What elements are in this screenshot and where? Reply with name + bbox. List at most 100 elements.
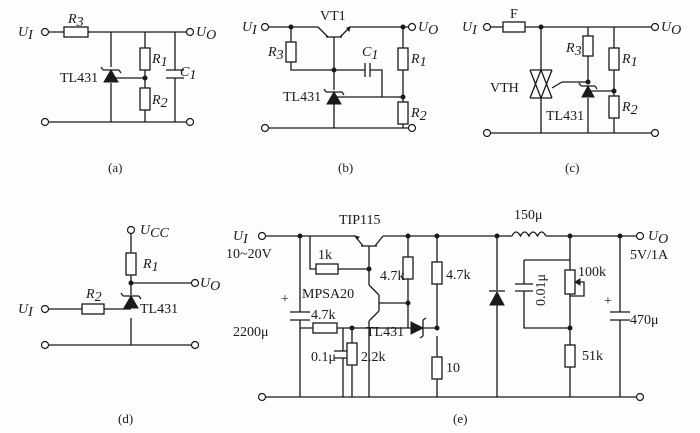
label-r1-a: R1: [151, 52, 168, 70]
caption-d: (d): [118, 411, 133, 426]
label-vth-c: VTH: [490, 81, 519, 96]
node-ref-a: [142, 75, 148, 81]
terminal-uo-b: [407, 22, 417, 32]
resistor-r2-b: [397, 101, 409, 125]
node-gate-c: [585, 79, 591, 85]
label-tip115-e: TIP115: [339, 213, 380, 228]
circuit-a: UI UO R3 R1 R2 C1 TL431 (a): [18, 12, 216, 175]
resistor-r1-c: [608, 47, 620, 71]
label-uo-e: UO: [648, 229, 668, 247]
terminal-gnd-c-left: [482, 128, 492, 138]
label-r3-c: R3: [565, 41, 582, 59]
transistor-vt1-b: [317, 26, 351, 70]
transistor-mpsa20-e: [368, 269, 389, 397]
node-ref-e: [434, 325, 440, 331]
node-ref-b: [400, 94, 406, 100]
label-47k-c-e: 4.7k: [311, 308, 336, 323]
label-tl431-d: TL431: [140, 302, 178, 317]
label-tl431-a: TL431: [60, 71, 98, 86]
node-diode-e: [494, 233, 500, 239]
node-47k-b-e: [405, 300, 411, 306]
node-47k-a-e: [405, 233, 411, 239]
label-uo-a: UO: [196, 25, 216, 43]
resistor-1k-e: [315, 263, 339, 275]
label-input-range-e: 10~20V: [226, 247, 272, 262]
terminal-ui-d: [40, 304, 50, 314]
label-r2-b: R2: [410, 106, 427, 124]
tl431-bar-c: [578, 82, 614, 92]
resistor-47k-b-e: [431, 261, 443, 285]
diode-e: [489, 290, 505, 306]
label-rating-e: 5V/1A: [630, 248, 669, 263]
caption-e: (e): [453, 411, 467, 426]
circuit-d: UCC R1 UO UI R2 TL431 (d): [18, 223, 220, 426]
label-r1-c: R1: [621, 52, 638, 70]
label-c1-a: C1: [180, 65, 196, 83]
label-uo-d: UO: [200, 276, 220, 294]
node-input-b: [288, 24, 294, 30]
terminal-ui-c: [482, 22, 492, 32]
label-uo-b: UO: [418, 20, 438, 38]
terminal-ucc-d: [126, 225, 136, 235]
label-47k-a-e: 4.7k: [380, 269, 405, 284]
tl431-bar-e: [419, 317, 427, 339]
node-fuse-c: [538, 24, 544, 30]
label-1k-e: 1k: [318, 248, 332, 263]
label-ui-c: UI: [462, 20, 478, 38]
label-inductor-e: 150μ: [514, 208, 543, 223]
resistor-10-e: [431, 356, 443, 380]
terminal-uo-d: [190, 278, 200, 288]
wire-mpsa-base-e: [389, 302, 409, 320]
resistor-r2-a: [139, 87, 151, 111]
circuit-b: UI UO VT1 R3 C1 R1 R2 TL431 (b): [242, 9, 438, 175]
transistor-arrow-b: [346, 26, 351, 33]
tl431-symbol-b: [326, 91, 342, 105]
terminal-gnd-b-right: [407, 123, 417, 133]
terminal-gnd-d-right: [190, 340, 200, 350]
node-22k-e: [349, 325, 355, 331]
capacitor-01u-e: [334, 328, 352, 397]
node-fb-e: [567, 325, 573, 331]
node-47k-c-e: [434, 233, 440, 239]
terminal-gnd-b-left: [260, 123, 270, 133]
label-r2-a: R2: [151, 93, 168, 111]
label-tl431-b: TL431: [283, 90, 321, 105]
pot-100k-e: [564, 269, 576, 295]
label-mpsa20-e: MPSA20: [302, 287, 354, 302]
caption-b: (b): [338, 160, 353, 175]
terminal-uo-e: [635, 231, 645, 241]
tl431-bar-b: [323, 88, 382, 98]
wire-gate-c: [551, 81, 588, 89]
label-r2-c: R2: [621, 100, 638, 118]
terminal-gnd-c-right: [650, 128, 660, 138]
label-r1-b: R1: [410, 52, 427, 70]
fuse-f-c: [502, 21, 526, 33]
node-ref-c: [611, 88, 617, 94]
label-uo-c: UO: [661, 20, 681, 38]
label-100k-e: 100k: [578, 265, 606, 280]
label-01u-e: 0.1μ: [311, 350, 336, 365]
node-out-cap-e: [617, 233, 623, 239]
resistor-r3-c: [582, 35, 594, 57]
label-51k-e: 51k: [582, 349, 603, 364]
capacitor-c1-b: [364, 63, 371, 77]
terminal-gnd-e-left: [257, 392, 267, 402]
resistor-r3-a: [63, 26, 89, 38]
label-ui-d: UI: [18, 302, 34, 320]
label-c1-b: C1: [362, 45, 378, 63]
label-ui-e: UI: [233, 229, 249, 247]
label-fuse-c: F: [510, 7, 518, 22]
node-output-d: [128, 280, 134, 286]
capacitor-001u-e: [515, 283, 533, 292]
wire-r3-b: [290, 27, 334, 71]
capacitor-c1-a: [166, 32, 184, 122]
label-r2-d: R2: [85, 287, 102, 305]
node-output-b: [400, 24, 406, 30]
resistor-r1-a: [139, 47, 151, 71]
terminal-ui-e: [257, 231, 267, 241]
caption-a: (a): [108, 160, 122, 175]
tl431-symbol-a: [103, 69, 119, 83]
label-470u-e: 470μ: [630, 313, 659, 328]
terminal-gnd-d-left: [40, 340, 50, 350]
